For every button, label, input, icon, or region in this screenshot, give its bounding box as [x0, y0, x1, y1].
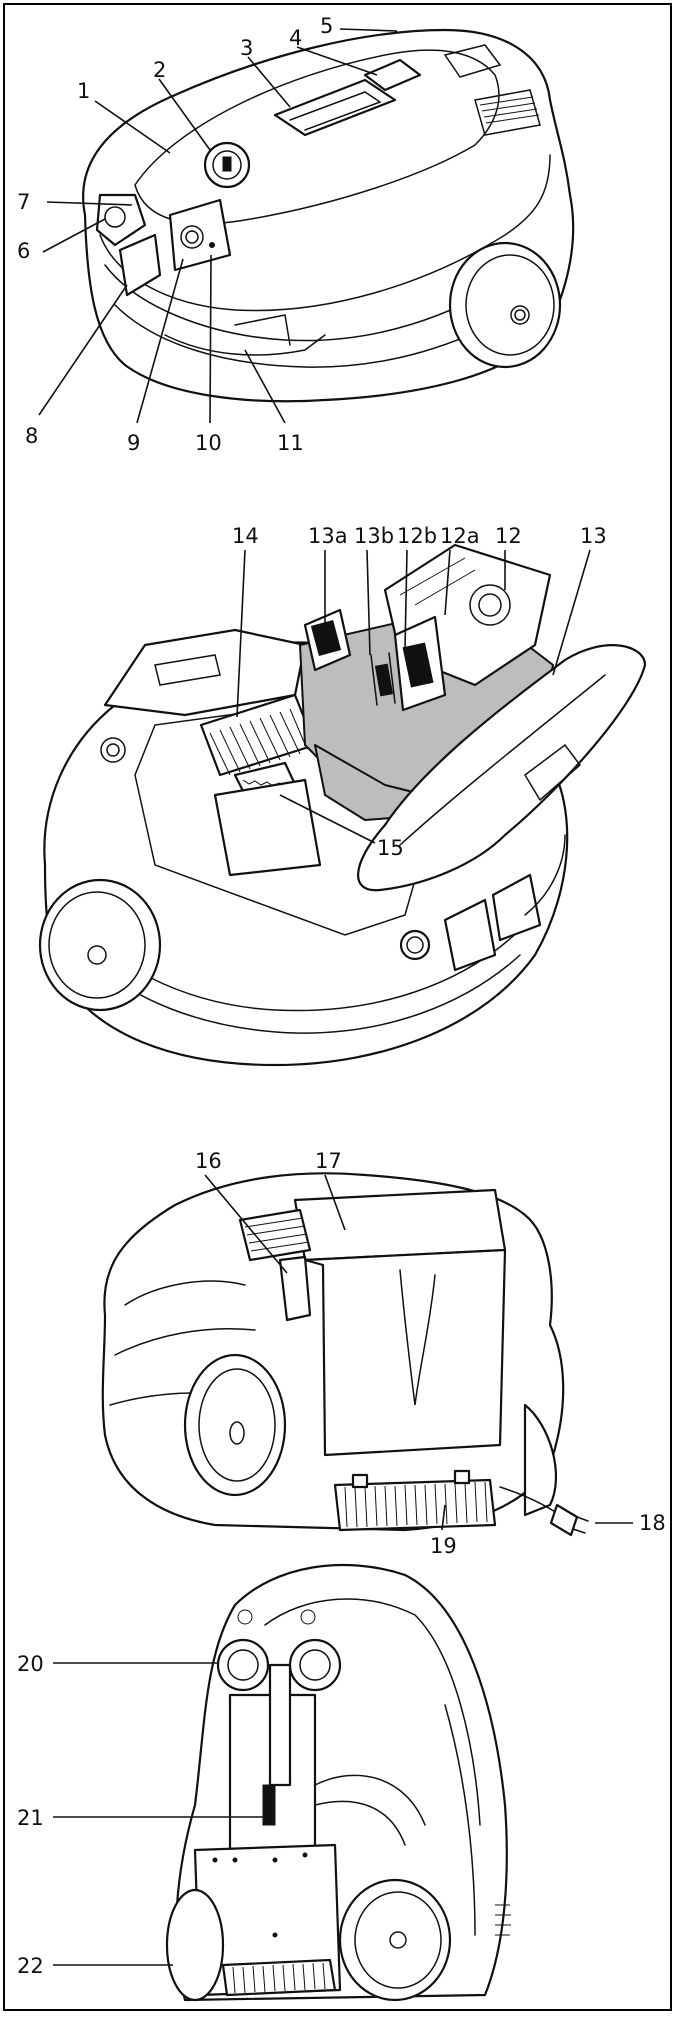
callout-19: 19 — [430, 1534, 457, 1558]
callout-9: 9 — [127, 431, 140, 455]
callout-12a: 12a — [440, 524, 480, 548]
callout-17: 17 — [315, 1149, 342, 1173]
callout-10: 10 — [195, 431, 222, 455]
callout-11: 11 — [277, 431, 304, 455]
callout-4: 4 — [289, 26, 302, 50]
callout-13a: 13a — [308, 524, 348, 548]
callout-14: 14 — [232, 524, 259, 548]
callout-18: 18 — [639, 1511, 666, 1535]
callout-20: 20 — [17, 1652, 44, 1676]
callout-13: 13 — [580, 524, 607, 548]
callout-1: 1 — [77, 79, 90, 103]
callout-16: 16 — [195, 1149, 222, 1173]
vacuum-cleaner-parts-diagram: 1 2 3 4 5 7 6 8 9 10 11 — [17, 14, 666, 2002]
callout-21: 21 — [17, 1806, 44, 1830]
view-open-tank: 14 13a 13b 12b 12a 12 13 15 — [38, 524, 647, 1067]
callout-2: 2 — [153, 58, 166, 82]
callout-15: 15 — [377, 836, 404, 860]
callout-8: 8 — [25, 424, 38, 448]
callout-6: 6 — [17, 239, 30, 263]
callout-12: 12 — [495, 524, 522, 548]
callout-22: 22 — [17, 1954, 44, 1978]
view-rear: 16 17 18 19 — [101, 1149, 666, 1558]
view-top-closed: 1 2 3 4 5 7 6 8 9 10 11 — [17, 14, 575, 455]
callout-12b: 12b — [397, 524, 437, 548]
callout-5: 5 — [320, 14, 333, 38]
callout-7: 7 — [17, 190, 30, 214]
callout-13b: 13b — [354, 524, 394, 548]
parts-diagram-page: 1 2 3 4 5 7 6 8 9 10 11 — [3, 3, 672, 2011]
view-upright: 20 21 22 — [17, 1563, 511, 2002]
callout-3: 3 — [240, 36, 253, 60]
